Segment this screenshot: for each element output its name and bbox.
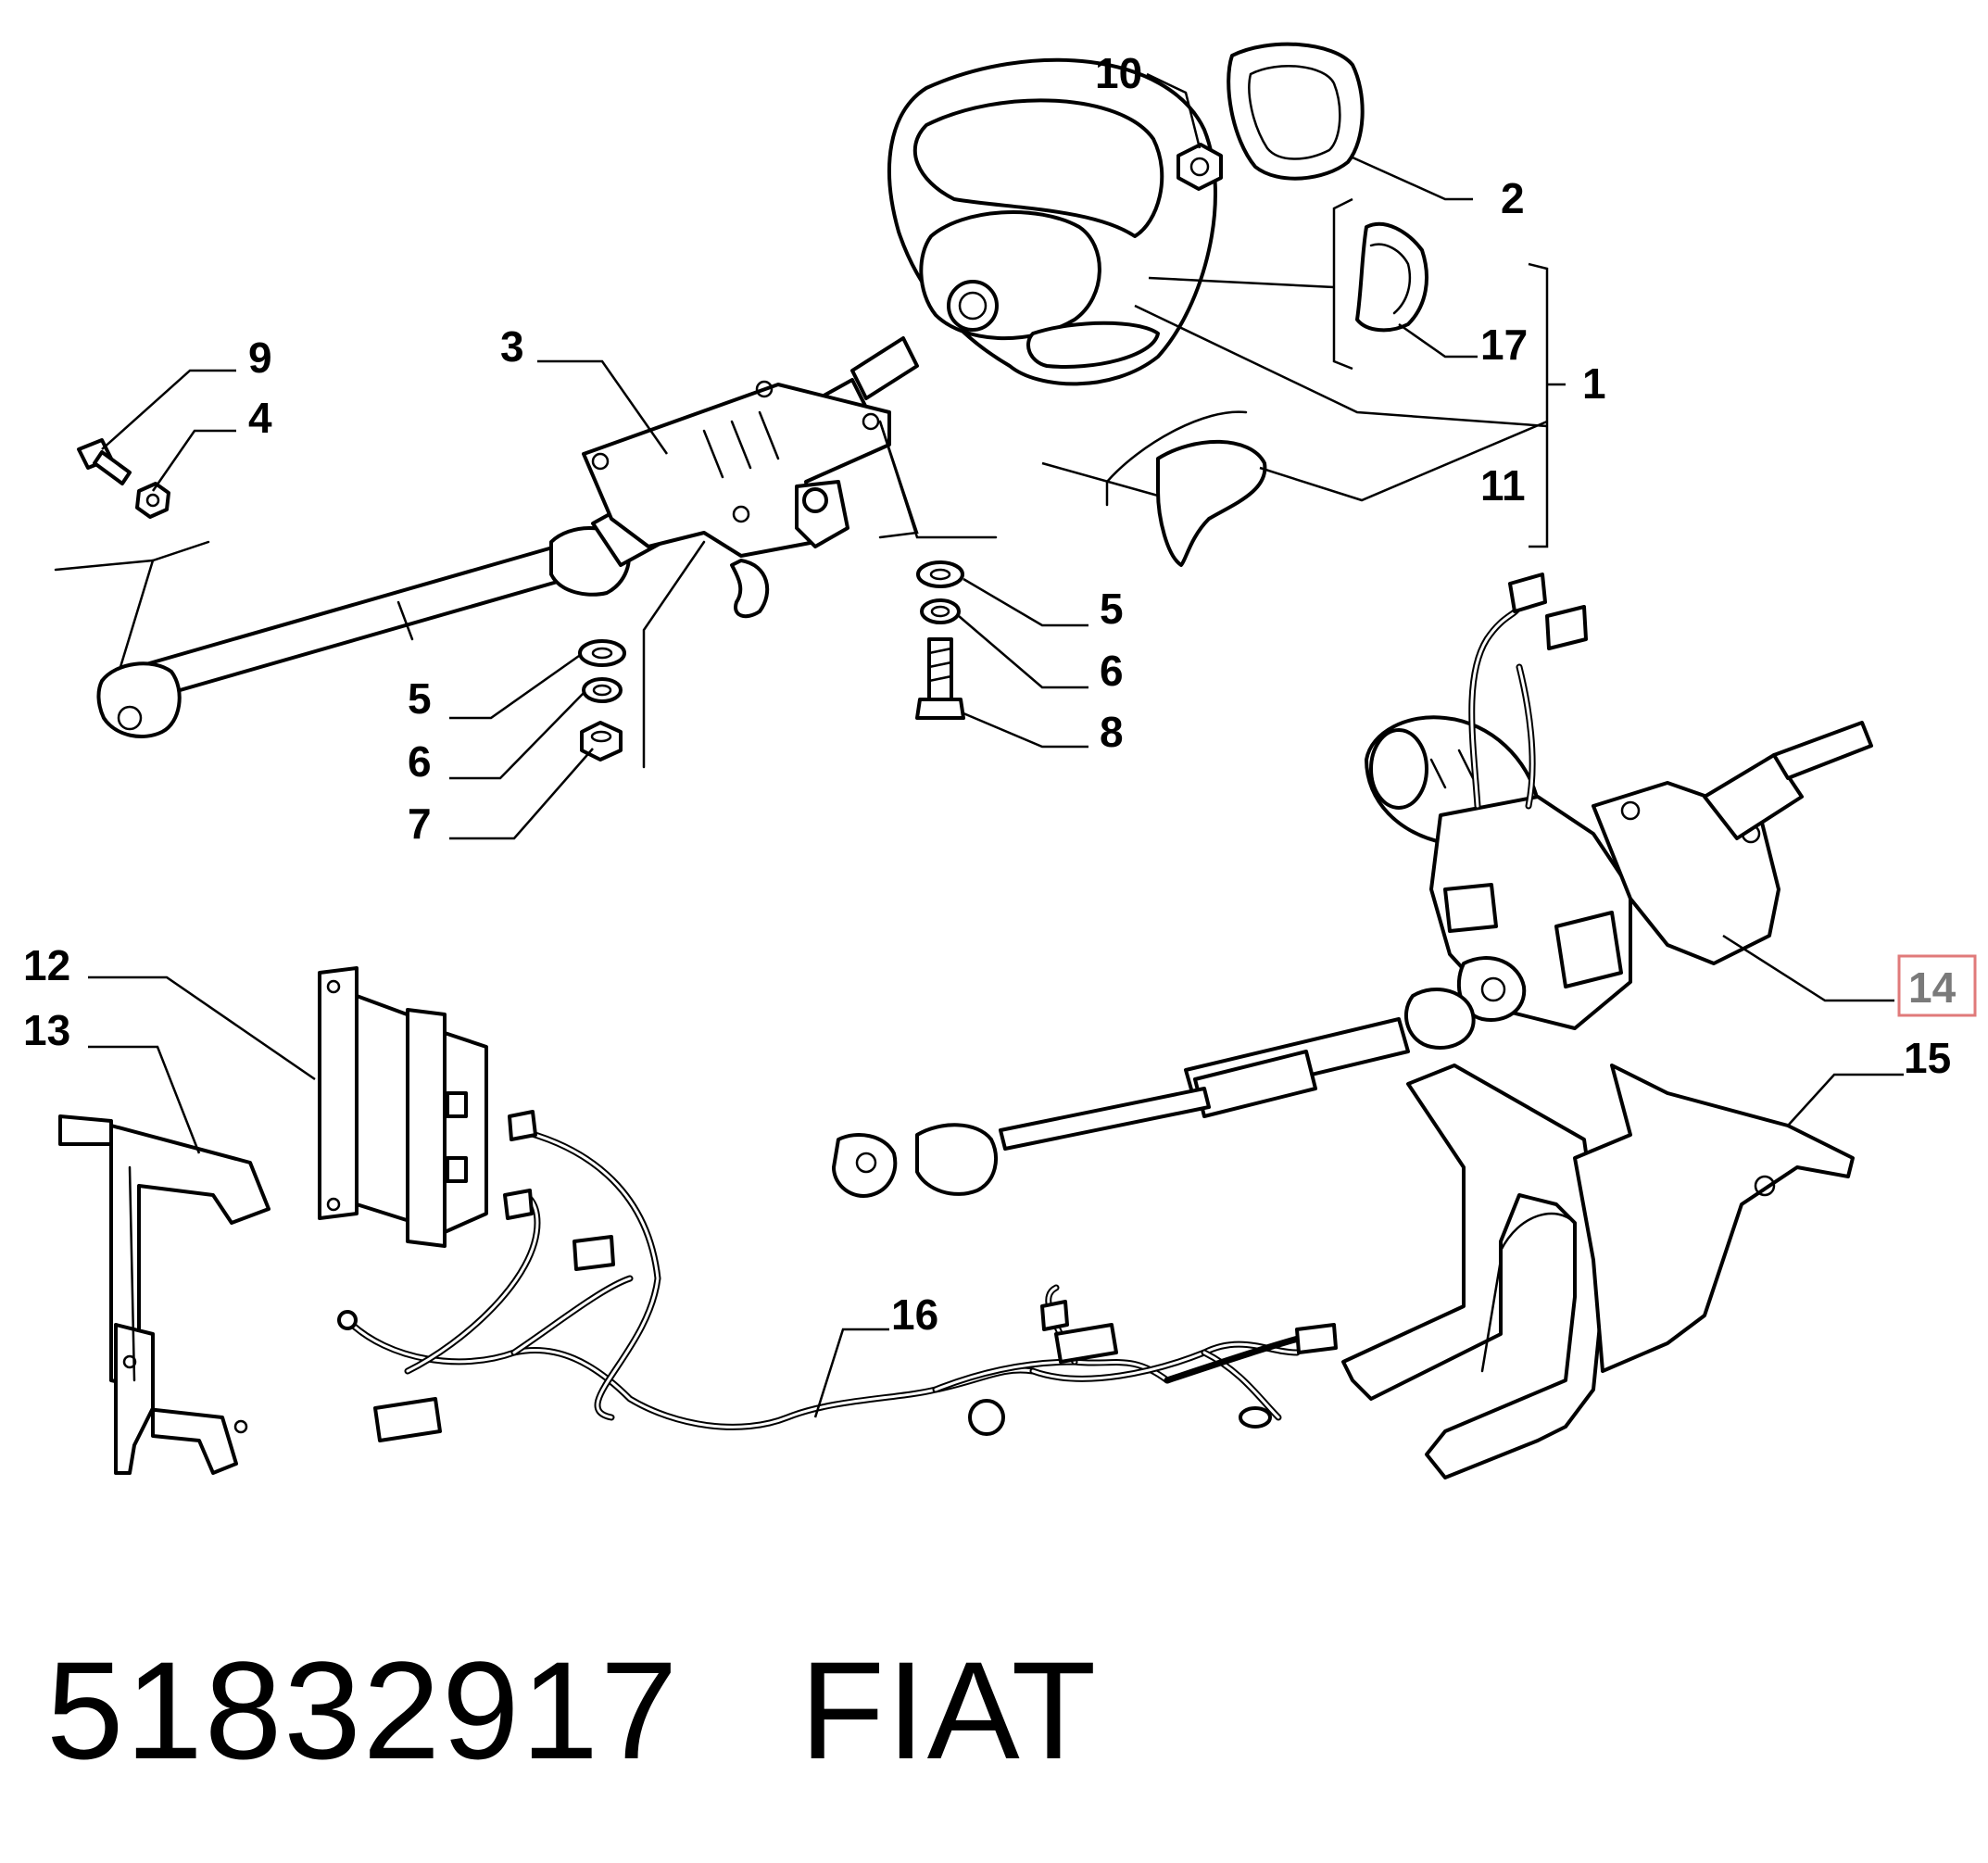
lower-cover-11 <box>1105 410 1267 567</box>
assembly-line <box>878 420 919 539</box>
callout-5-left: 5 <box>408 674 432 723</box>
washer-5-left <box>578 639 626 667</box>
horn-pad-2 <box>1227 42 1365 181</box>
callout-14: 14 <box>1908 963 1957 1012</box>
leader-lines <box>88 72 1904 1418</box>
part-caption: 51832917 FIAT <box>46 1630 1098 1791</box>
callout-8: 8 <box>1100 708 1124 756</box>
callout-9: 9 <box>248 334 272 382</box>
callout-15: 15 <box>1904 1034 1951 1082</box>
callout-16: 16 <box>891 1290 938 1339</box>
emblem-17 <box>1355 221 1428 333</box>
callout-6-right: 6 <box>1100 647 1124 695</box>
callout-11: 11 <box>1480 461 1526 510</box>
callout-3: 3 <box>500 322 524 371</box>
callout-12: 12 <box>23 941 70 989</box>
assembly-line <box>878 420 998 539</box>
washer-6-right <box>920 598 961 624</box>
assembly-line <box>119 559 155 669</box>
callout-5-right: 5 <box>1100 585 1124 633</box>
callout-1: 1 <box>1582 359 1606 408</box>
brand-name: FIAT <box>799 1632 1099 1788</box>
steering-wheel <box>887 57 1217 386</box>
washer-6-left <box>582 677 623 703</box>
control-unit-12 <box>318 966 488 1248</box>
bolt-8 <box>915 637 965 720</box>
assembly-line <box>642 540 706 769</box>
assembly-line <box>54 540 210 572</box>
power-steering-column-14 <box>1365 715 1873 1050</box>
part-number: 51832917 <box>46 1632 680 1788</box>
highlight-box-14 <box>1897 954 1977 1017</box>
callout-10: 10 <box>1095 49 1142 97</box>
callout-7: 7 <box>408 799 432 848</box>
steering-column-3 <box>96 336 919 738</box>
callout-2: 2 <box>1501 174 1525 222</box>
motor-wiring <box>1468 573 1588 810</box>
wiring-harness-16 <box>337 1110 1338 1442</box>
intermediate-shaft <box>832 1017 1410 1198</box>
callout-6-left: 6 <box>408 737 432 786</box>
callout-17: 17 <box>1480 321 1528 369</box>
nut-10 <box>1176 143 1223 191</box>
bracket-13 <box>58 1114 271 1475</box>
callout-4: 4 <box>248 394 272 442</box>
nut-4 <box>135 482 170 519</box>
steering-support-15 <box>1341 1064 1855 1479</box>
callout-13: 13 <box>23 1006 70 1054</box>
group-bracket-17 <box>1332 197 1353 371</box>
washer-5-right <box>916 560 964 588</box>
